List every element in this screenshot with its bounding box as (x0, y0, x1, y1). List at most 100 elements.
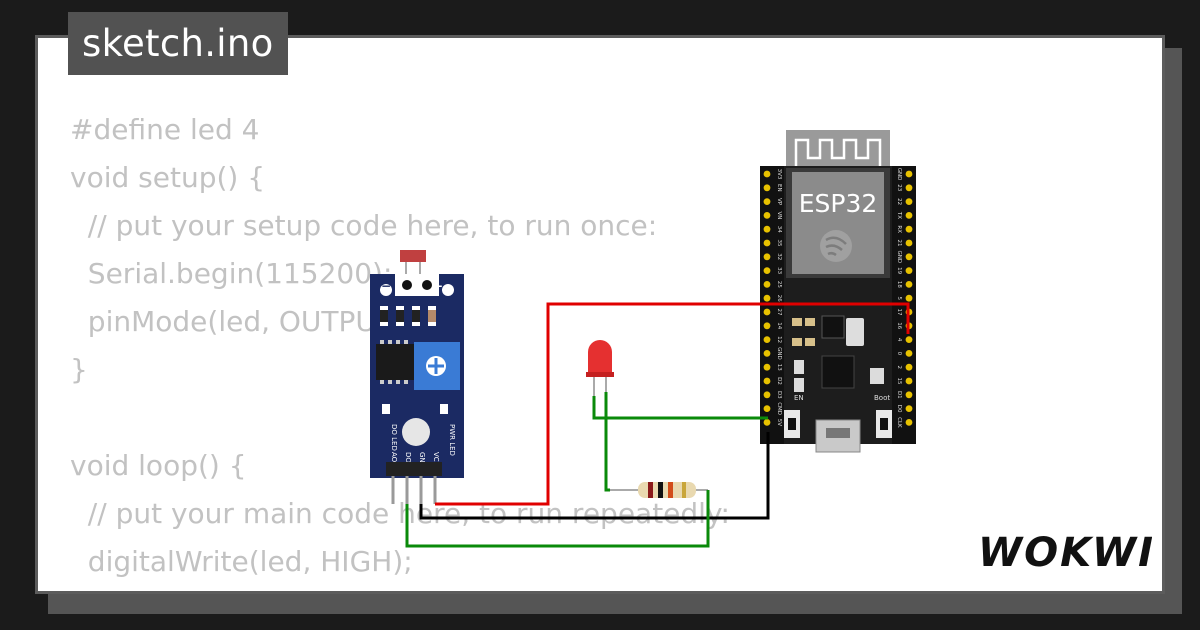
smd-resistor-body (412, 310, 420, 322)
pwr-led-icon (440, 404, 448, 414)
button-label-en: EN (794, 394, 804, 402)
header-pin[interactable] (905, 281, 913, 288)
header-pin[interactable] (763, 419, 771, 426)
header-pin[interactable] (763, 363, 771, 371)
esp32-board[interactable]: 3V3ENVPVN343532332526271412GND13D2D3CMD5… (760, 130, 916, 453)
header-pin[interactable] (905, 419, 913, 426)
green-wire-led (592, 396, 768, 420)
pin-label: D3 (776, 391, 782, 399)
red-led[interactable] (586, 340, 614, 396)
header-pin[interactable] (905, 170, 913, 178)
header-pin[interactable] (905, 363, 913, 371)
header-pin[interactable] (763, 405, 771, 412)
header-pin[interactable] (763, 336, 771, 343)
pin-label: 35 (776, 240, 782, 247)
ldr-sensor-module[interactable]: − + DO LED PWR LED AO DO GND VCC (370, 250, 464, 504)
header-pin[interactable] (905, 377, 913, 385)
pin-label: 18 (896, 281, 902, 288)
pin-label: VN (776, 211, 782, 219)
header-pin[interactable] (763, 377, 771, 385)
comparator-chip (376, 344, 414, 380)
header-pin[interactable] (905, 198, 913, 206)
pin-label: 22 (896, 198, 902, 205)
header-pin[interactable] (763, 294, 771, 302)
do-led-label: DO LED (390, 424, 398, 451)
sensor-header-pins (391, 476, 437, 504)
header-pin[interactable] (905, 336, 913, 343)
header-pin[interactable] (763, 391, 771, 399)
pin-label: 23 (896, 184, 902, 191)
header-pin[interactable] (905, 239, 913, 247)
pin-label: D2 (776, 377, 782, 385)
smd-part (794, 378, 804, 392)
code-line: Serial.begin(115200); (70, 257, 393, 290)
header-pin[interactable] (905, 350, 913, 357)
header-pin[interactable] (763, 350, 771, 357)
file-tab[interactable]: sketch.ino (68, 12, 288, 75)
header-pin[interactable] (905, 184, 913, 192)
black-wire (419, 432, 770, 520)
pin-label: 34 (776, 226, 782, 233)
pin-label: 12 (776, 336, 782, 343)
header-pin[interactable] (905, 294, 913, 302)
boot-button[interactable] (876, 410, 892, 438)
header-pin[interactable] (763, 253, 771, 261)
pin-label: 16 (896, 322, 902, 329)
header-pin[interactable] (763, 267, 771, 274)
header-pin[interactable] (905, 253, 913, 261)
header-pin[interactable] (905, 391, 913, 399)
pin-label: D1 (896, 391, 902, 399)
pin-label: 33 (776, 267, 782, 274)
mount-hole (402, 418, 430, 446)
pin-label-gnd: GND (418, 452, 426, 468)
wokwi-logo-text: WOKWI (978, 530, 1152, 576)
pin-label: 21 (896, 240, 902, 247)
resistor[interactable] (610, 482, 708, 498)
ldr-socket-pin (422, 280, 432, 290)
header-pin[interactable] (763, 198, 771, 206)
pin-label-do: DO (404, 452, 412, 463)
code-line: void setup() { (70, 161, 266, 194)
red-wire (435, 302, 910, 506)
antenna-trace (794, 138, 882, 166)
pin-label: CLK (896, 417, 902, 428)
pin-label-ao: AO (390, 452, 398, 463)
smd-part (792, 338, 802, 346)
header-pin[interactable] (905, 212, 913, 219)
header-pin[interactable] (905, 225, 913, 233)
header-pin[interactable] (763, 239, 771, 247)
potentiometer-knob[interactable] (414, 342, 460, 390)
smd-part (794, 360, 804, 374)
header-pin[interactable] (763, 308, 771, 316)
header-pin[interactable] (763, 170, 771, 178)
pin-label: GND (896, 168, 902, 181)
pwr-led-label: PWR LED (448, 424, 456, 456)
pin-label: RX (896, 225, 902, 233)
code-line: void loop() { (70, 449, 247, 482)
header-pin[interactable] (763, 225, 771, 233)
pin-label: EN (776, 184, 782, 192)
pin-label: 13 (776, 364, 782, 371)
header-pin[interactable] (763, 322, 771, 330)
smd-resistor-body (396, 310, 404, 322)
wokwi-logo: WOKWI (978, 530, 1152, 576)
pin-label: 32 (776, 253, 782, 260)
en-button[interactable] (784, 410, 800, 438)
header-pin[interactable] (763, 184, 771, 192)
pin-label: 17 (896, 309, 902, 316)
green-wire-resistor (405, 392, 710, 548)
smd-part (792, 318, 802, 326)
code-line: #define led 4 (70, 113, 260, 146)
chip-pins (380, 340, 408, 384)
pin-label: 14 (776, 322, 782, 329)
mount-hole (380, 284, 392, 296)
pin-label: 4 (896, 338, 902, 342)
pin-label: CMD (776, 402, 782, 415)
photoresistor (400, 250, 426, 262)
header-pin[interactable] (905, 267, 913, 274)
chip-label: ESP32 (799, 189, 878, 218)
header-pin[interactable] (905, 405, 913, 412)
header-pin[interactable] (763, 212, 771, 219)
header-pin[interactable] (763, 281, 771, 288)
